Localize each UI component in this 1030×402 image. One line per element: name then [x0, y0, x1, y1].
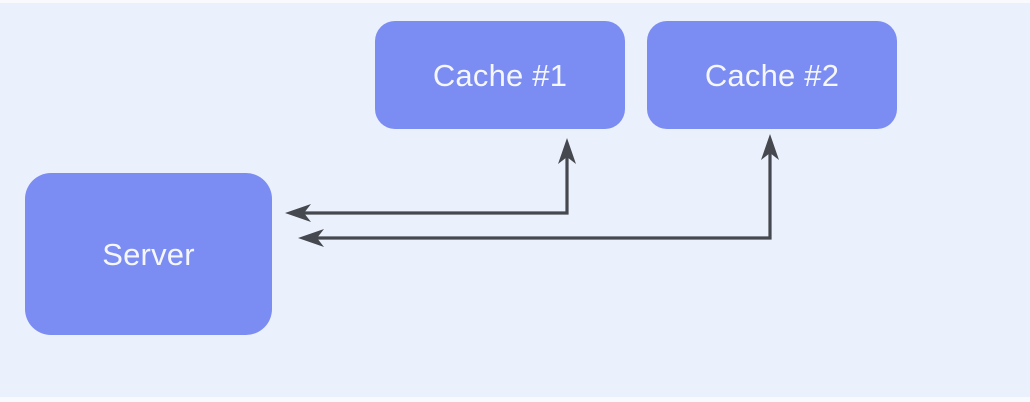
- node-cache-2: Cache #2: [647, 21, 897, 129]
- top-edge-highlight: [0, 0, 1030, 3]
- node-server: Server: [25, 173, 272, 335]
- connector-server-cache1: [285, 138, 576, 222]
- node-cache-1: Cache #1: [375, 21, 625, 129]
- connector-server-cache1-line: [291, 150, 569, 215]
- node-cache-2-label: Cache #2: [704, 57, 840, 93]
- node-cache-1-label: Cache #1: [432, 57, 568, 93]
- bottom-edge-highlight: [0, 397, 1030, 402]
- arrowhead-left-cache1-to-server: [285, 204, 311, 222]
- node-server-label: Server: [102, 236, 195, 272]
- connector-server-cache2: [298, 134, 779, 247]
- connector-server-cache2-line: [304, 146, 772, 240]
- arrowhead-up-server-to-cache2: [761, 134, 779, 160]
- arrowhead-left-cache2-to-server: [298, 229, 324, 247]
- arrowhead-up-server-to-cache1: [558, 138, 576, 164]
